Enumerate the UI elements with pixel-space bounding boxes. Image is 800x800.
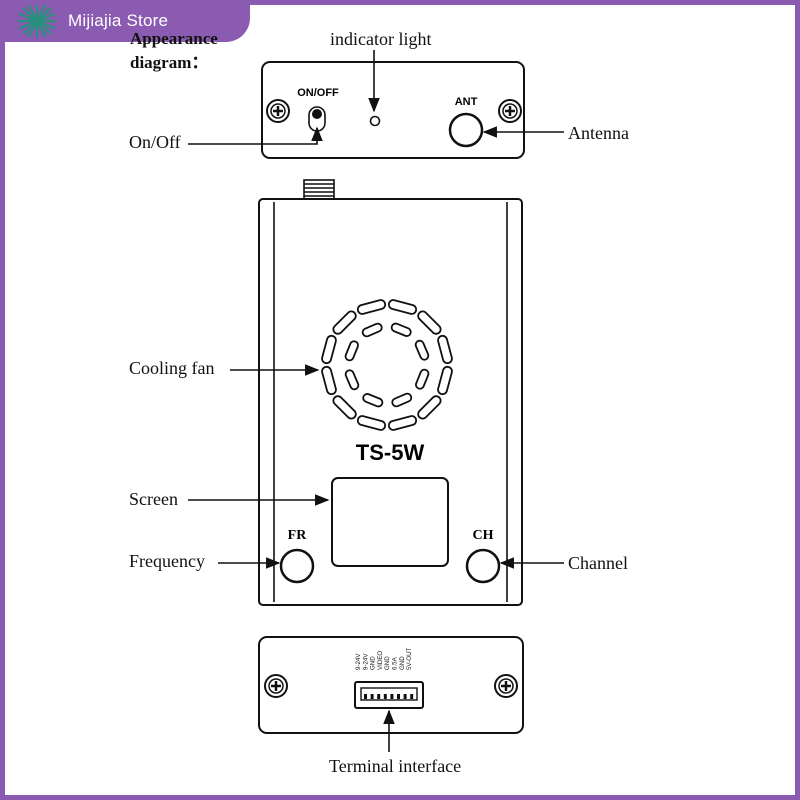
fan-vent-slot: [417, 395, 442, 420]
callout-antenna: Antenna: [568, 123, 629, 143]
onoff-panel-label: ON/OFF: [297, 87, 339, 99]
antenna-jack: [448, 112, 484, 148]
callout-terminal-interface: Terminal interface: [329, 756, 462, 776]
pin-label: 6.5A: [392, 656, 399, 670]
heading-line2: diagram：: [130, 53, 209, 72]
bottom-panel: [258, 636, 524, 734]
fan-vent-slot: [356, 415, 387, 431]
pin-label: 9-24V: [362, 653, 369, 670]
heading-line1: Appearance: [130, 29, 218, 48]
store-banner: Mijiajia Store: [0, 0, 250, 42]
terminal-pin: [377, 694, 381, 699]
screw-icon: [497, 98, 523, 124]
fan-vent-slot: [321, 334, 337, 365]
ch-label: CH: [473, 528, 494, 543]
store-logo-icon: [17, 3, 57, 39]
terminal-pin: [383, 694, 387, 699]
top-panel: [261, 61, 525, 159]
terminal-pin: [364, 694, 367, 699]
screw-icon: [493, 673, 519, 699]
fan-vent-slot: [362, 393, 384, 408]
fan-vent-slot: [332, 310, 357, 335]
terminal-pin: [410, 694, 414, 699]
fan-vent-slot: [387, 299, 418, 315]
pin-label: 5V-OUT: [406, 647, 413, 670]
callout-lines: [188, 50, 564, 752]
terminal-pin: [403, 694, 407, 699]
pin-label: VIDEO: [377, 651, 384, 670]
fan-vent-slot: [344, 369, 360, 391]
main-body: [258, 198, 523, 606]
terminal-pin: [397, 694, 400, 699]
callout-indicator-light: indicator light: [330, 29, 432, 49]
fr-button[interactable]: [279, 548, 315, 584]
lcd-screen: [331, 477, 449, 567]
fan-vent-slot: [414, 339, 430, 361]
callout-on-off: On/Off: [129, 132, 181, 152]
callout-cooling-fan: Cooling fan: [129, 358, 215, 378]
fan-vent-slot: [417, 310, 442, 335]
screw-icon: [263, 673, 289, 699]
terminal-connector: [354, 681, 424, 709]
cooling-fan-vents: [321, 299, 453, 431]
fan-vent-slot: [391, 392, 413, 408]
callout-channel: Channel: [568, 553, 628, 573]
fr-label: FR: [288, 528, 308, 543]
pin-label: GND: [384, 656, 391, 670]
fan-vent-slot: [387, 415, 418, 431]
pin-label: 9-24V: [355, 653, 362, 670]
screw-icon: [265, 98, 291, 124]
fan-vent-slot: [415, 368, 430, 390]
fan-vent-slot: [437, 334, 453, 365]
sma-connector: [303, 179, 335, 201]
indicator-light: [369, 115, 381, 127]
ant-panel-label: ANT: [455, 96, 478, 108]
pin-label: GND: [399, 656, 406, 670]
model-label: TS-5W: [356, 440, 425, 465]
fan-vent-slot: [344, 340, 359, 362]
terminal-pin: [370, 694, 374, 699]
ch-button[interactable]: [465, 548, 501, 584]
callout-frequency: Frequency: [129, 551, 205, 571]
callout-screen: Screen: [129, 489, 178, 509]
fan-vent-slot: [321, 365, 337, 396]
store-name: Mijiajia Store: [68, 11, 169, 30]
fan-vent-slot: [390, 322, 412, 337]
fan-vent-slot: [437, 365, 453, 396]
fan-vent-slot: [356, 299, 387, 315]
terminal-pin: [390, 694, 394, 699]
pin-label: GND: [370, 656, 377, 670]
fan-vent-slot: [361, 322, 383, 338]
